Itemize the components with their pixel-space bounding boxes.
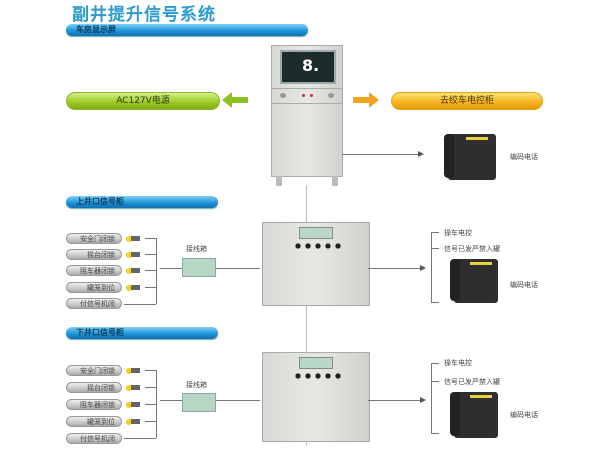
- arrow-left-icon: [222, 92, 248, 108]
- sensor-icon: [126, 285, 140, 291]
- page-title: 副井提升信号系统: [72, 5, 216, 25]
- bus-line: [431, 363, 432, 433]
- input-label: 阻车器闭锁: [66, 399, 122, 410]
- tick-line: [431, 381, 439, 382]
- section-label: 车房显示屏: [76, 25, 116, 34]
- phone-icon: [444, 134, 496, 180]
- bus-line: [156, 238, 157, 304]
- arrow-head-icon: [418, 151, 424, 157]
- cabinet-leg: [332, 176, 338, 186]
- bus-line: [431, 232, 432, 302]
- tick-line: [145, 287, 156, 288]
- tick-line: [431, 302, 439, 303]
- sensor-icon: [126, 368, 140, 374]
- tick-line: [145, 404, 156, 405]
- input-label: 罐笼到位: [66, 416, 122, 427]
- junction-box-label: 接线箱: [186, 381, 207, 389]
- input-label: 付信号机闭: [66, 298, 122, 309]
- input-label: 付信号机闭: [66, 433, 122, 444]
- phone-label: 编码电话: [510, 411, 538, 419]
- display-cabinet: 8.: [271, 45, 343, 186]
- button-panel: [293, 241, 343, 251]
- lamp-icon: [280, 93, 286, 98]
- display-strip: [470, 262, 492, 265]
- junction-box-icon: [182, 393, 216, 412]
- handset-icon: [444, 134, 454, 178]
- section-label: 下井口信号柜: [76, 328, 124, 337]
- indicator-icon: [302, 94, 305, 97]
- tick-line: [145, 387, 156, 388]
- tick-line: [431, 433, 439, 434]
- output-label: 操车电控: [444, 229, 472, 237]
- phone-label: 编码电话: [510, 153, 538, 161]
- indicator-icon: [310, 94, 313, 97]
- sensor-icon: [126, 268, 140, 274]
- tick-line: [431, 363, 439, 364]
- arrow-right-icon: [353, 92, 379, 108]
- connector-line: [368, 400, 424, 401]
- lamp-icon: [328, 93, 334, 98]
- connector-line: [368, 268, 424, 269]
- junction-box-icon: [182, 258, 216, 277]
- input-label: 安全门闭锁: [66, 365, 122, 376]
- trunk-line: [306, 185, 307, 445]
- tick-line: [145, 370, 156, 371]
- section-label: 上井口信号柜: [76, 197, 124, 206]
- sensor-icon: [126, 402, 140, 408]
- cabinet-leg: [276, 176, 282, 186]
- button-panel: [293, 371, 343, 381]
- tick-line: [124, 438, 156, 439]
- display-strip: [470, 395, 492, 398]
- input-label: 阻车器闭锁: [66, 265, 122, 276]
- cabinet-screen: [299, 227, 333, 239]
- winch-control-label: 去绞车电控柜: [391, 92, 543, 110]
- handset-icon: [450, 392, 460, 436]
- phone-icon: [450, 392, 498, 438]
- display-screen: 8.: [280, 50, 336, 84]
- arrow-head-icon: [420, 397, 426, 403]
- section-bar-upper-well: 上井口信号柜: [66, 196, 218, 208]
- output-label: 信号已发严禁入罐: [444, 245, 500, 253]
- display-digit: 8.: [302, 56, 320, 75]
- phone-label: 编码电话: [510, 281, 538, 289]
- sensor-icon: [126, 252, 140, 258]
- input-label: 罐笼到位: [66, 282, 122, 293]
- cabinet-screen: [299, 357, 333, 369]
- section-bar-engine-room: 车房显示屏: [66, 24, 308, 36]
- tick-line: [431, 248, 439, 249]
- input-label: 摇台闭锁: [66, 249, 122, 260]
- sensor-icon: [126, 385, 140, 391]
- display-strip: [466, 137, 488, 140]
- bus-line: [156, 370, 157, 438]
- lower-signal-cabinet: [262, 352, 370, 442]
- handset-icon: [450, 259, 460, 301]
- input-label: 安全门闭锁: [66, 233, 122, 244]
- power-source-label: AC127V电源: [66, 92, 220, 110]
- tick-line: [145, 254, 156, 255]
- phone-icon: [450, 259, 498, 303]
- tick-line: [145, 270, 156, 271]
- upper-signal-cabinet: [262, 222, 370, 306]
- cabinet-control-strip: [272, 88, 342, 104]
- junction-box-label: 接线箱: [186, 245, 207, 253]
- tick-line: [431, 232, 439, 233]
- tick-line: [145, 238, 156, 239]
- section-bar-lower-well: 下井口信号柜: [66, 327, 218, 339]
- output-label: 操车电控: [444, 359, 472, 367]
- sensor-icon: [126, 236, 140, 242]
- arrow-head-icon: [420, 265, 426, 271]
- output-label: 信号已发严禁入罐: [444, 378, 500, 386]
- tick-line: [124, 304, 156, 305]
- tick-line: [145, 421, 156, 422]
- connector-line: [342, 154, 422, 155]
- input-label: 摇台闭锁: [66, 382, 122, 393]
- sensor-icon: [126, 419, 140, 425]
